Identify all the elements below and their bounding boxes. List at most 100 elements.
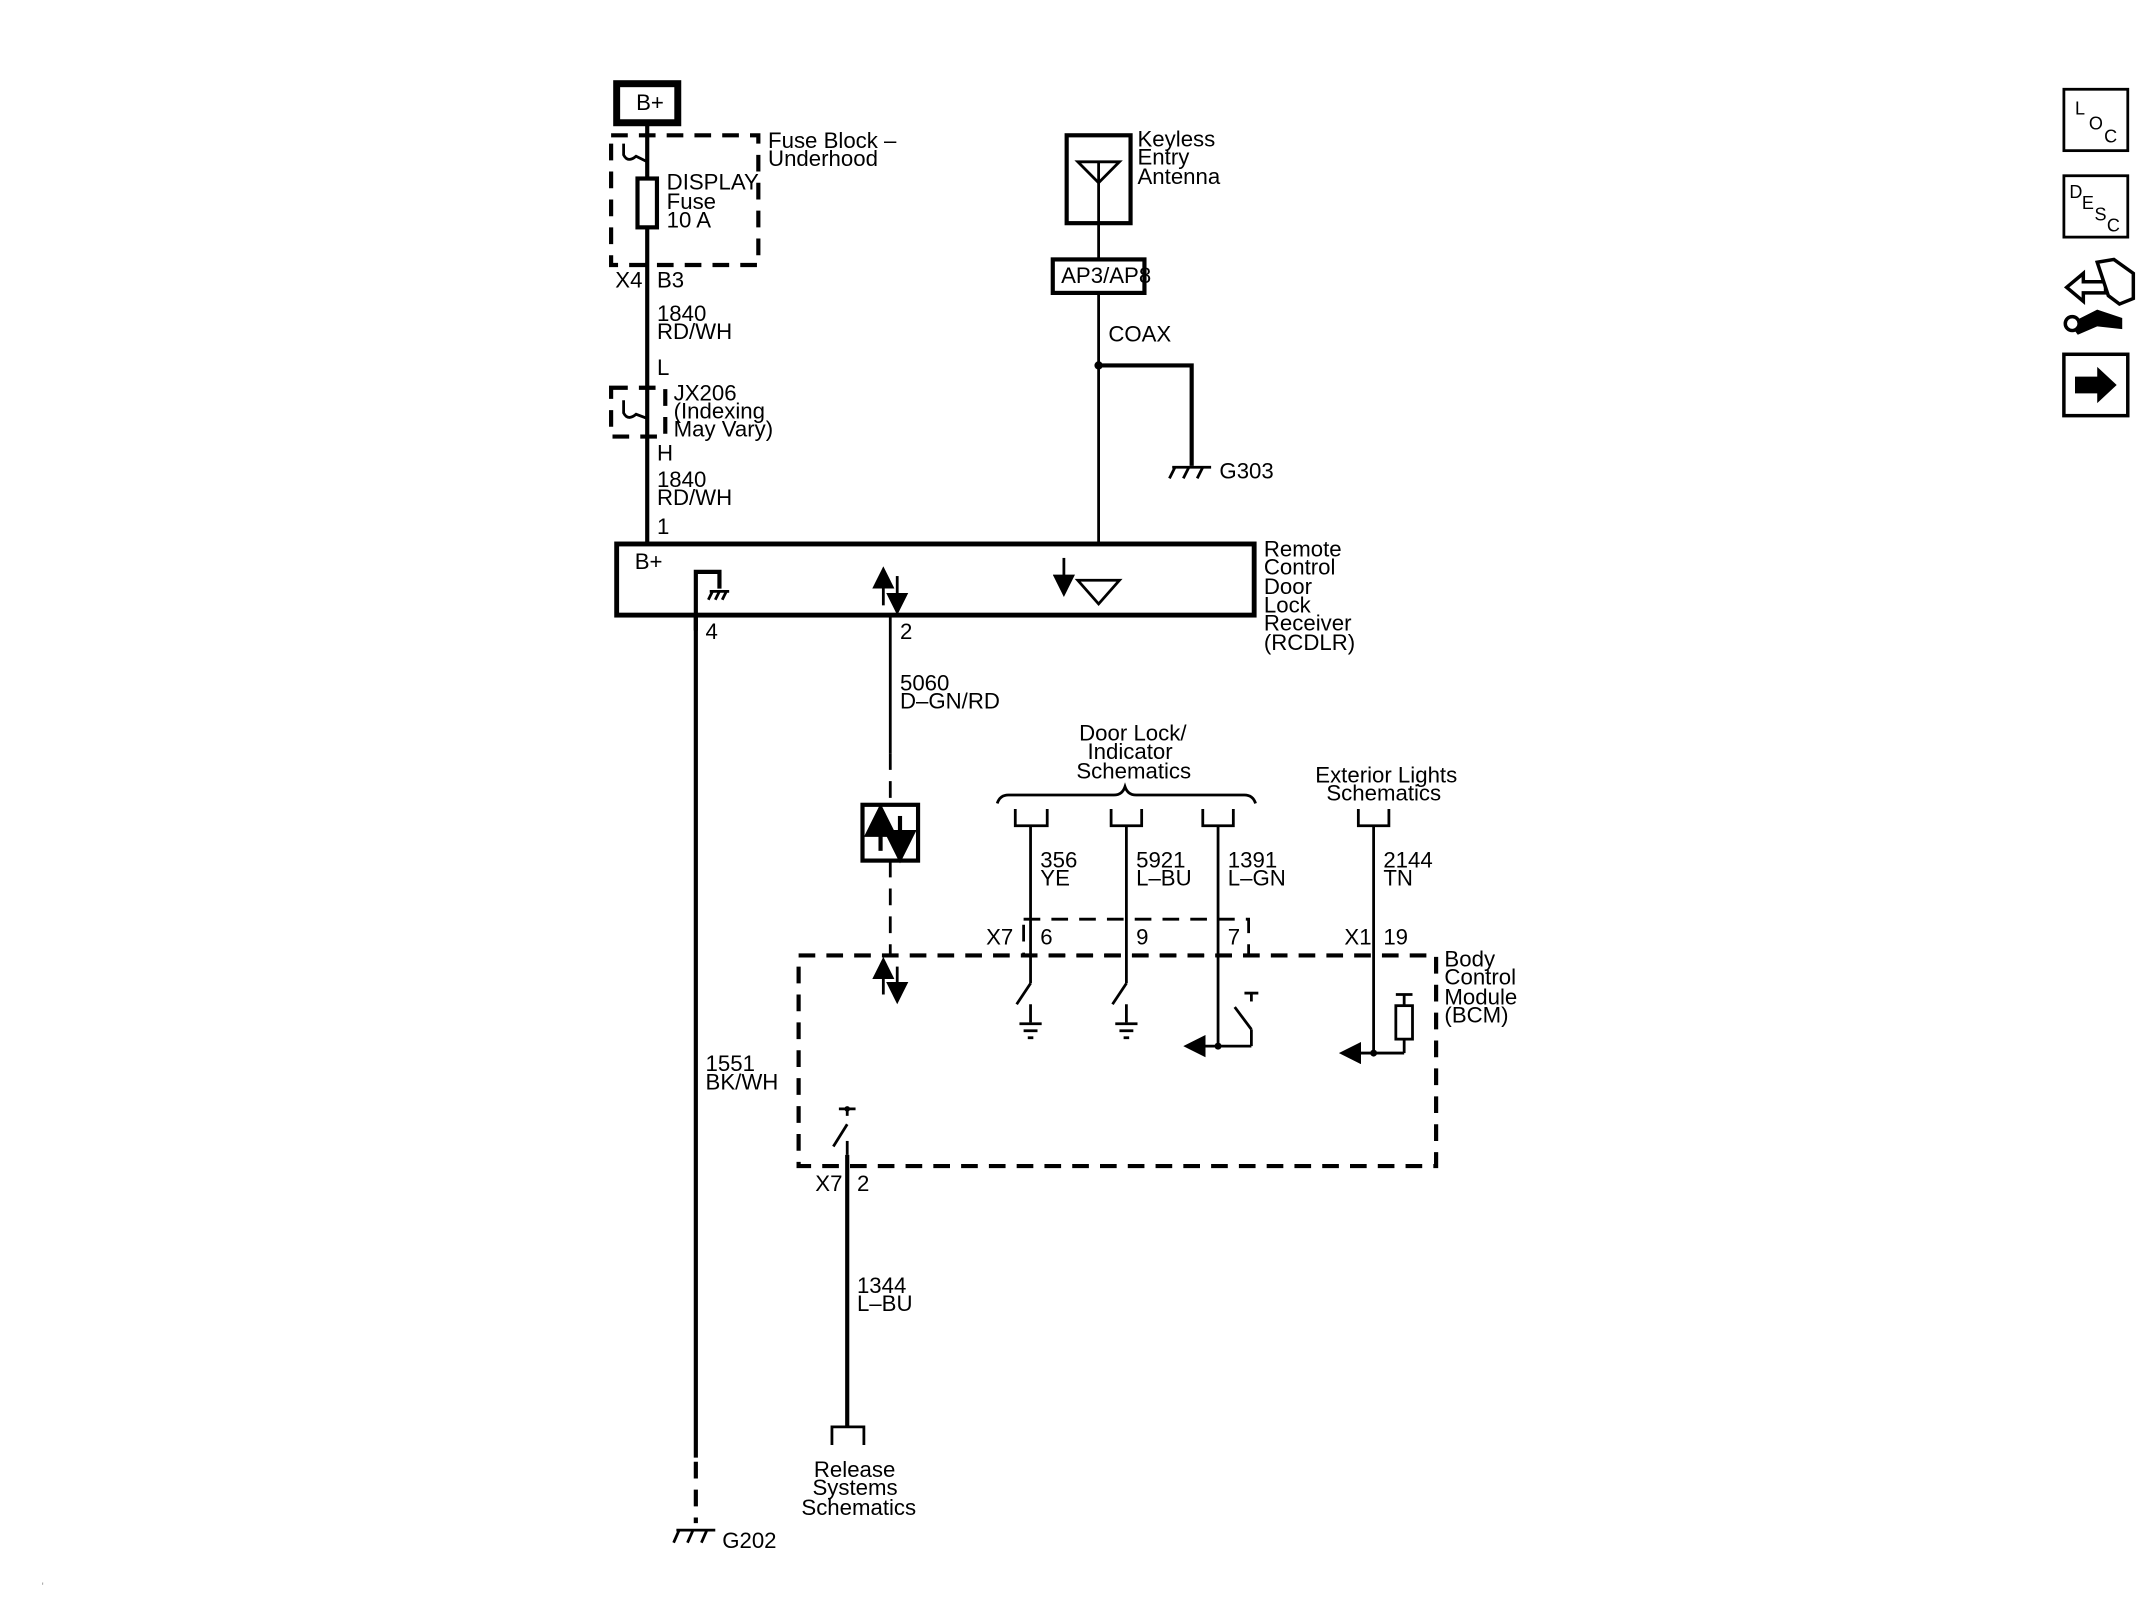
svg-text:Schematics: Schematics [1326, 781, 1441, 806]
rcdlr-internal-ground-icon [707, 590, 730, 601]
bcm-bottom-pin: 2 [857, 1171, 869, 1196]
svg-text:(BCM): (BCM) [1444, 1002, 1508, 1027]
svg-text:S: S [2094, 204, 2106, 224]
svg-text:(RCDLR): (RCDLR) [1264, 630, 1355, 655]
bcm-label: Body [1444, 947, 1495, 972]
fuse-icon [635, 176, 660, 230]
rcdlr-module: B+ Remote Control Door Lock Receiver (RC… [614, 536, 1355, 655]
svg-text:Release: Release [814, 1457, 895, 1482]
connector-wrench-icon [2063, 257, 2136, 335]
wire-1344-label: 1344 [857, 1273, 906, 1298]
wire-1840-label: 1840 [657, 301, 706, 326]
bcm-connector-x1: X1 [1344, 924, 1371, 949]
fuse-connector-label: X4 [615, 267, 642, 292]
ground-g202-label: G202 [722, 1528, 776, 1553]
svg-text:Underhood: Underhood [768, 146, 878, 171]
ground-g303-label: G303 [1219, 458, 1273, 483]
splice-jx206: L JX206 (Indexing May Vary) H [609, 355, 773, 465]
serial-data-icon [860, 802, 921, 864]
ground-g202-icon [672, 1528, 716, 1544]
svg-text:D–GN/RD: D–GN/RD [900, 689, 1000, 714]
bracket-icon [995, 782, 1257, 804]
fuse-pin-label: B3 [657, 267, 684, 292]
switch-356-icon [1015, 982, 1042, 1040]
svg-text:Systems: Systems [813, 1475, 898, 1500]
coax-label: COAX [1108, 322, 1171, 347]
connector-2144-icon [1356, 808, 1391, 828]
connector-1391-icon [1201, 808, 1235, 828]
switch-1344-icon [832, 1106, 856, 1155]
connector-1344-icon [830, 1425, 866, 1446]
svg-text:Door Lock/: Door Lock/ [1079, 721, 1187, 746]
rcdlr-antenna-icon [1074, 578, 1123, 607]
svg-text:E: E [2082, 193, 2094, 213]
connector-5921-icon [1109, 808, 1144, 828]
arrow-right-icon [2075, 366, 2117, 404]
connector-repair-button[interactable] [2063, 257, 2136, 335]
next-page-button[interactable] [2062, 352, 2130, 418]
svg-text:Door: Door [1264, 574, 1313, 599]
wire-356-label: 356 [1040, 848, 1077, 873]
svg-text:Module: Module [1444, 984, 1517, 1009]
rcdlr-pin-4: 4 [706, 619, 718, 644]
svg-text:L: L [2075, 98, 2085, 118]
svg-text:L–BU: L–BU [857, 1291, 913, 1316]
loc-button[interactable]: L O C [2062, 87, 2130, 153]
wire-2144-label: 2144 [1383, 848, 1432, 873]
svg-text:1840: 1840 [657, 467, 706, 492]
svg-text:Schematics: Schematics [801, 1495, 916, 1520]
svg-text:Control: Control [1444, 965, 1516, 990]
bcm-connector-x7: X7 [986, 924, 1013, 949]
bcm-data-arrows-icon [872, 956, 909, 1005]
svg-text:Indicator: Indicator [1088, 739, 1174, 764]
desc-button[interactable]: D E S C [2062, 174, 2130, 239]
svg-text:O: O [2089, 114, 2103, 134]
wire-5921-label: 5921 [1136, 848, 1185, 873]
svg-text:(Indexing: (Indexing [674, 398, 765, 423]
splice-connector-icon [622, 400, 648, 420]
fuse-block: Fuse Block – Underhood DISPLAY Fuse 10 A… [609, 122, 897, 544]
svg-text:L: L [657, 355, 669, 380]
svg-text:Schematics: Schematics [1076, 758, 1191, 783]
release-systems-schematics-ref[interactable]: Release Systems Schematics [801, 1425, 916, 1520]
fuse-block-connector-icon [622, 143, 648, 164]
rcdlr-pin-2: 2 [900, 619, 912, 644]
svg-text:Lock: Lock [1264, 592, 1312, 617]
fuse-block-name: Fuse Block – [768, 128, 897, 153]
fuse-label: DISPLAY [667, 170, 759, 195]
connector-356-icon [1013, 808, 1049, 828]
svg-text:RD/WH: RD/WH [657, 319, 732, 344]
corner-mark: ' [42, 1581, 44, 1593]
svg-text:BK/WH: BK/WH [706, 1069, 779, 1094]
supply-label: B+ [636, 90, 664, 115]
exterior-lights-schematics-ref[interactable]: Exterior Lights Schematics [1315, 762, 1457, 828]
battery-supply-symbol: B+ [613, 80, 682, 127]
bcm-pin-19: 19 [1383, 924, 1408, 949]
svg-text:1: 1 [657, 514, 669, 539]
pullup-resistor-2144-icon [1338, 993, 1414, 1065]
bcm-pin-7: 7 [1228, 924, 1240, 949]
svg-text:L–GN: L–GN [1228, 866, 1286, 891]
svg-text:C: C [2104, 126, 2117, 146]
svg-text:Antenna: Antenna [1138, 164, 1221, 189]
rcdlr-bplus-label: B+ [635, 549, 663, 574]
bcm-module: X7 6 9 7 X1 19 Body Control Module (BCM) [796, 917, 1517, 1196]
svg-text:RD/WH: RD/WH [657, 485, 732, 510]
bcm-bottom-connector: X7 [815, 1171, 842, 1196]
ground-g303-icon [1168, 465, 1212, 480]
switch-5921-icon [1111, 982, 1138, 1040]
antenna-connector-label: AP3/AP8 [1061, 263, 1151, 288]
door-lock-schematics-ref[interactable]: Door Lock/ Indicator Schematics [995, 721, 1257, 828]
wire-1551-label: 1551 [706, 1051, 755, 1076]
keyless-entry-antenna: Keyless Entry Antenna AP3/AP8 COAX G303 [1050, 126, 1274, 581]
wire-5060-label: 5060 [900, 670, 949, 695]
svg-text:Exterior Lights: Exterior Lights [1315, 762, 1457, 787]
svg-text:Control: Control [1264, 555, 1336, 580]
splice-name: JX206 [674, 380, 737, 405]
svg-text:D: D [2069, 182, 2082, 202]
svg-text:L–BU: L–BU [1136, 866, 1192, 891]
rcdlr-data-arrows-icon [872, 566, 909, 616]
antenna-label: Keyless [1138, 126, 1216, 151]
switch-1391-icon [1183, 991, 1259, 1058]
